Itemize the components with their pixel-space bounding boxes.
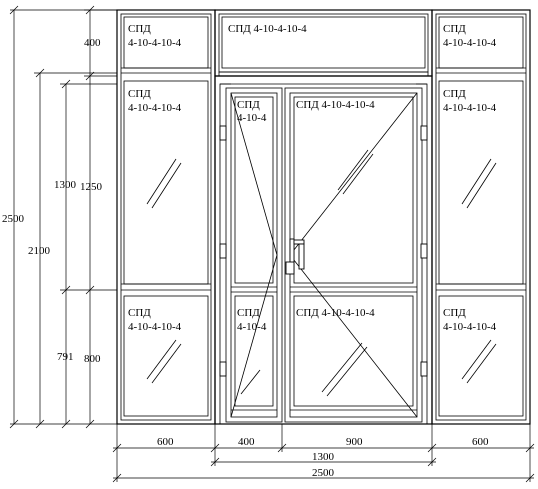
label-top-left-1: СПД — [128, 23, 151, 35]
dim-lower-outer: 791 — [57, 351, 74, 363]
dim-width-total: 2500 — [312, 467, 335, 479]
narrow-leaf-bottom-glass — [234, 295, 274, 407]
dim-mid-outer: 1300 — [54, 179, 77, 191]
label-top-right-2: 4-10-4-10-4 — [443, 37, 497, 49]
label-bot-left-2: 4-10-4-10-4 — [128, 321, 182, 333]
dim-width-door-total: 1300 — [312, 451, 335, 463]
door-frame — [214, 75, 433, 425]
bottom-left-panel — [123, 295, 209, 417]
dim-lower-inner: 800 — [84, 353, 101, 365]
wide-leaf-bottom-glass — [293, 295, 414, 407]
right-column-frame — [431, 9, 531, 425]
narrow-leaf-frame — [225, 87, 283, 423]
left-column-frame — [116, 9, 216, 425]
narrow-leaf-top-glass — [234, 96, 274, 284]
wide-leaf-opening-lines — [289, 92, 418, 418]
label-mid-left-2: 4-10-4-10-4 — [128, 102, 182, 114]
bottom-right-panel — [438, 295, 524, 417]
label-mid-right-2: 4-10-4-10-4 — [443, 102, 497, 114]
label-door-left-top-2: 4-10-4 — [237, 112, 267, 124]
label-top-right-1: СПД — [443, 23, 466, 35]
label-door-right-bot: СПД 4-10-4-10-4 — [296, 307, 375, 319]
label-door-left-bot-2: 4-10-4 — [237, 321, 267, 333]
wide-leaf-top-glass — [293, 96, 414, 284]
dim-width-left: 600 — [157, 436, 174, 448]
label-top-center: СПД 4-10-4-10-4 — [228, 23, 307, 35]
horizontal-dimension-lines — [112, 424, 535, 483]
top-center-panel — [221, 16, 426, 69]
label-mid-right-1: СПД — [443, 88, 466, 100]
glass-reflection-marks — [146, 149, 497, 397]
narrow-leaf-opening-lines — [230, 92, 278, 418]
label-door-left-bot-1: СПД — [237, 307, 260, 319]
top-transom-frame — [214, 9, 433, 77]
dim-width-narrow: 400 — [238, 436, 255, 448]
hinge-icons — [219, 125, 428, 377]
label-bot-right-1: СПД — [443, 307, 466, 319]
label-mid-left-1: СПД — [128, 88, 151, 100]
dim-width-wide: 900 — [346, 436, 363, 448]
door-handle-icon — [285, 238, 305, 275]
wide-leaf-frame — [284, 87, 423, 423]
dim-width-right: 600 — [472, 436, 489, 448]
label-bot-left-1: СПД — [128, 307, 151, 319]
label-bot-right-2: 4-10-4-10-4 — [443, 321, 497, 333]
dim-mid-inner: 1250 — [80, 181, 103, 193]
label-door-left-top-1: СПД — [237, 99, 260, 111]
vertical-dimension-lines — [9, 5, 117, 429]
dim-door-height: 2100 — [28, 245, 51, 257]
dim-top-panel: 400 — [84, 37, 101, 49]
label-top-left-2: 4-10-4-10-4 — [128, 37, 182, 49]
label-door-right-top: СПД 4-10-4-10-4 — [296, 99, 375, 111]
dim-total-height: 2500 — [2, 213, 25, 225]
